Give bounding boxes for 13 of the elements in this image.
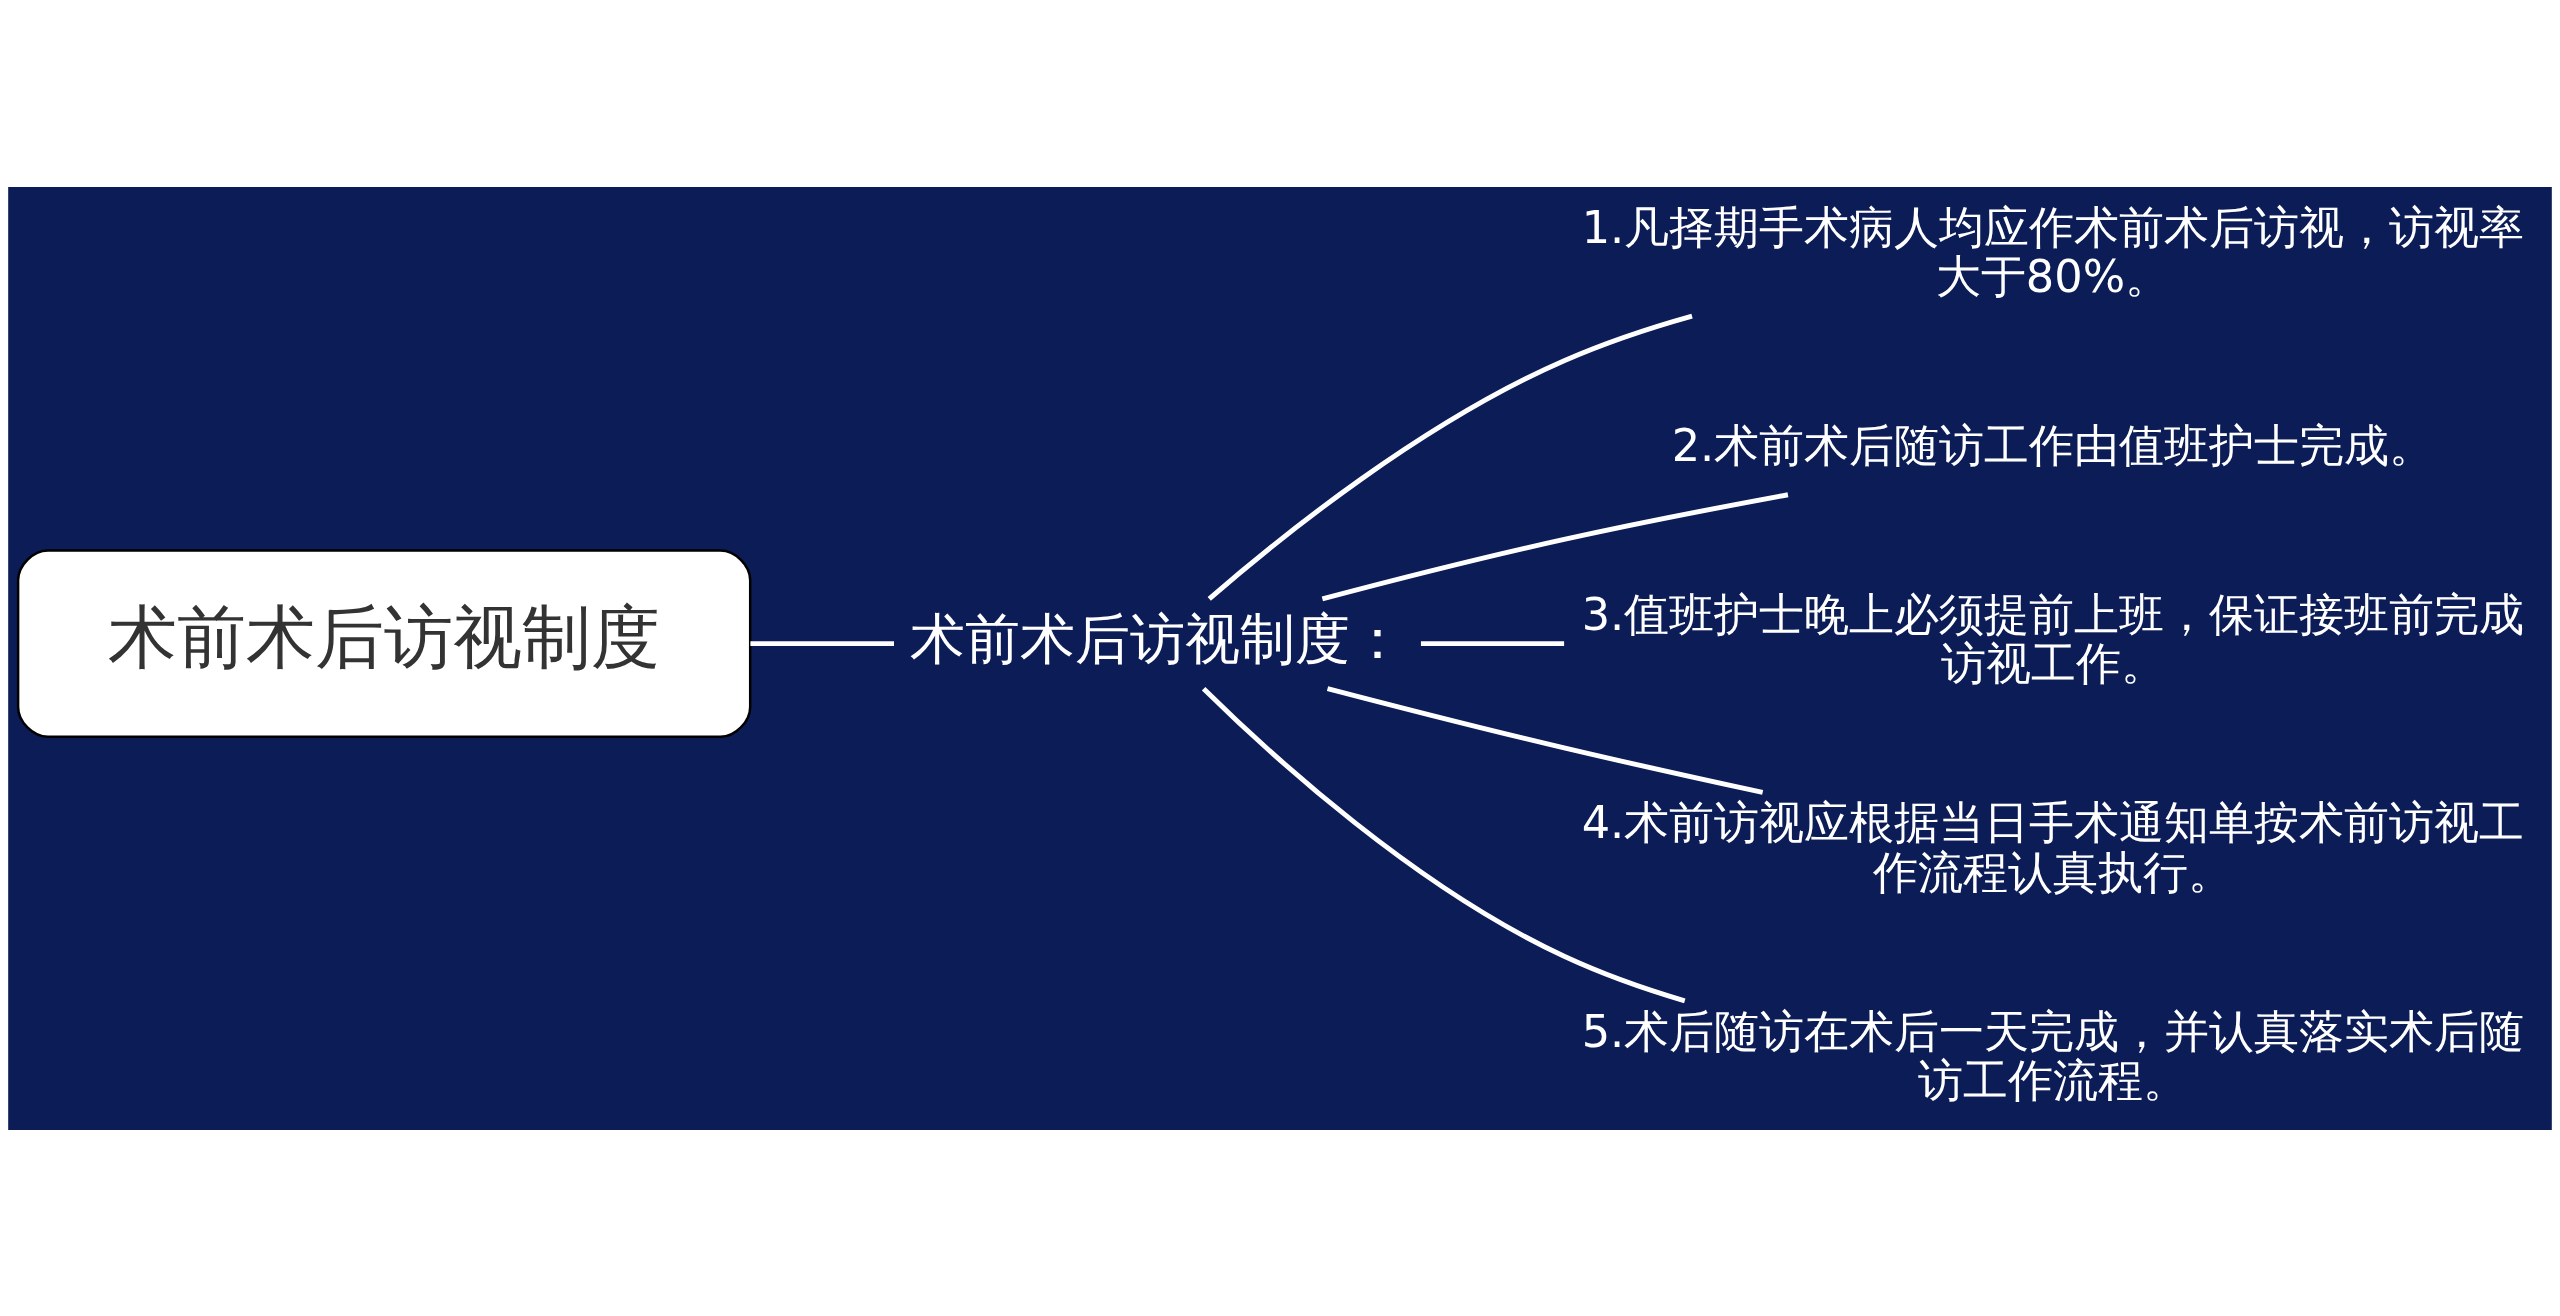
connector xyxy=(1420,640,1565,646)
node-text: 5.术后随访在术后一天完成，并认真落实术后随访工作流程。 xyxy=(1581,1005,2525,1107)
node-text: 2.术前术后随访工作由值班护士完成。 xyxy=(1671,419,2435,472)
node-text: 术前术后访视制度： xyxy=(909,606,1405,671)
node-text: 3.值班护士晚上必须提前上班，保证接班前完成访视工作。 xyxy=(1581,588,2525,690)
node-text: 1.凡择期手术病人均应作术前术后访视，访视率大于80%。 xyxy=(1581,201,2525,303)
connector xyxy=(1207,313,1693,601)
node-text: 4.术前访视应根据当日手术通知单按术前访视工作流程认真执行。 xyxy=(1581,796,2525,899)
connector xyxy=(750,640,894,646)
node-box: 术前术后访视制度 xyxy=(16,548,752,738)
connector xyxy=(1326,685,1764,795)
connector xyxy=(1321,491,1789,601)
connector xyxy=(1201,686,1686,1003)
